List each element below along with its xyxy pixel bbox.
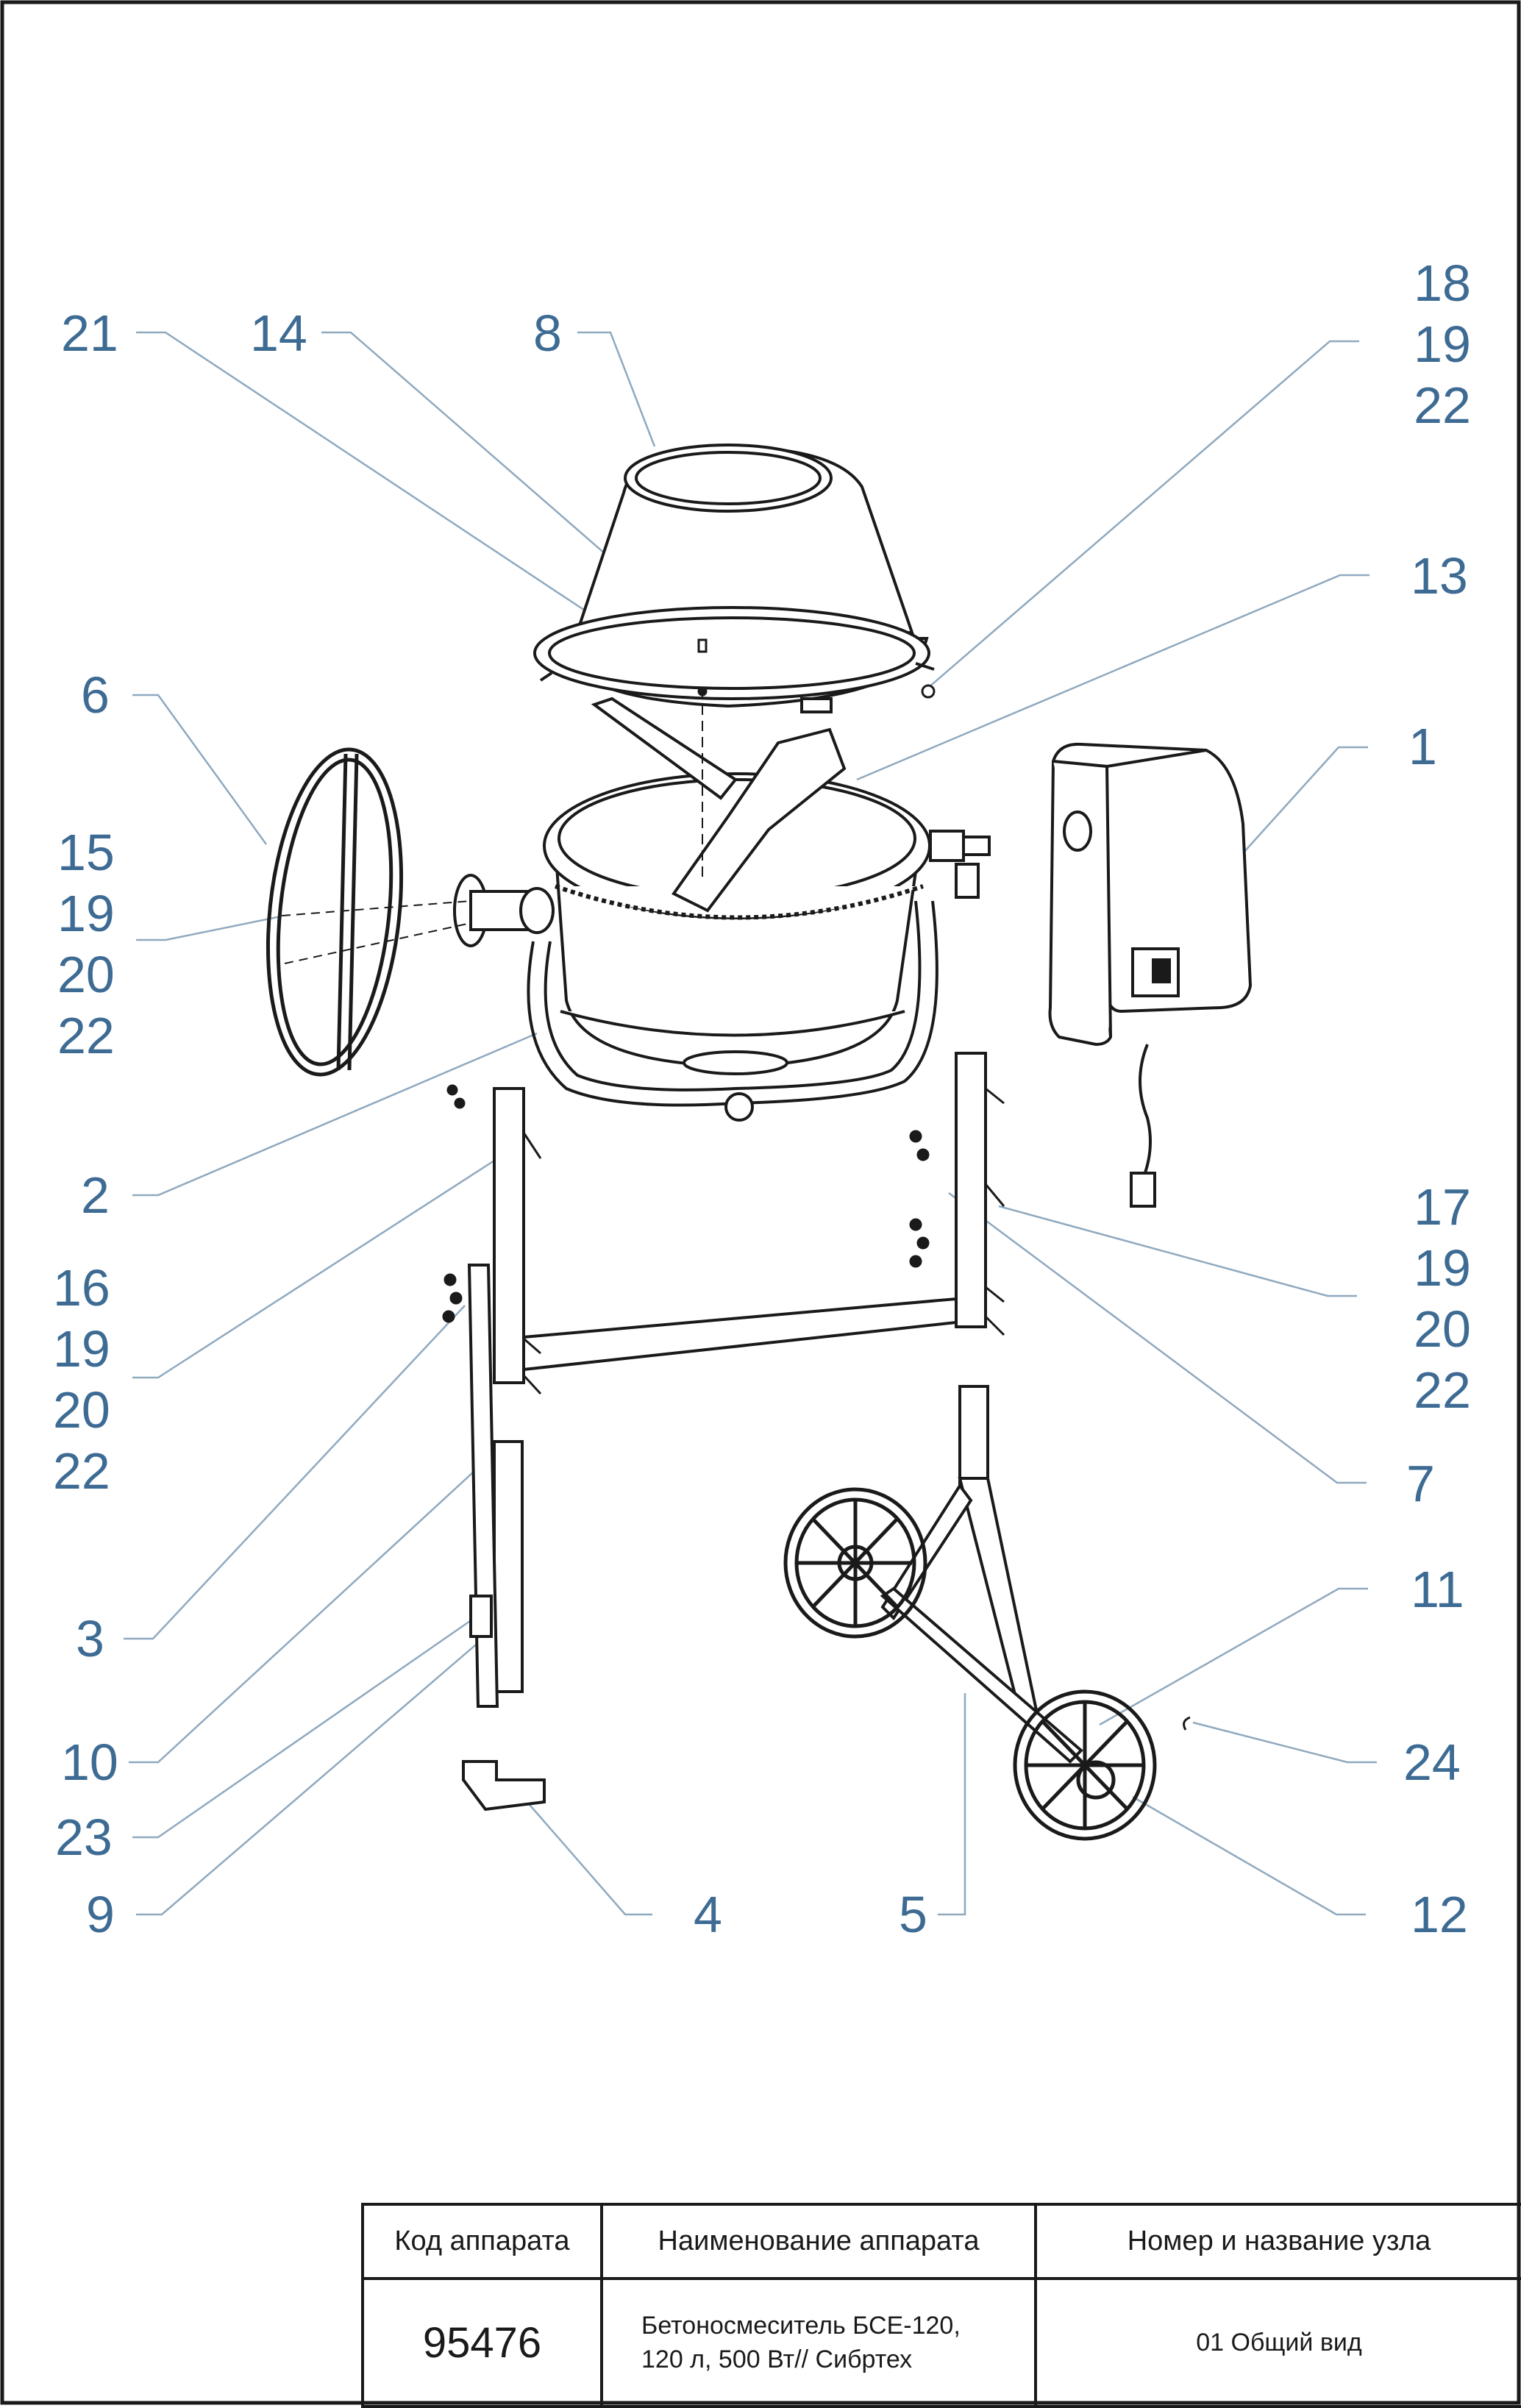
leader-11 [1099,1587,1368,1726]
wheel-right [1013,1689,1157,1841]
callout-5: 5 [899,1886,927,1943]
callout-19-b: 19 [57,885,115,942]
drum-body [543,772,931,1075]
stand-frame [462,1052,987,1812]
leader-18-19-22 [927,340,1359,688]
leader-4 [520,1794,652,1916]
leader-15-19-20-22 [136,915,282,941]
leader-12 [1132,1795,1366,1916]
leader-5 [938,1693,966,1916]
callout-14: 14 [250,304,307,362]
callout-24: 24 [1403,1734,1461,1791]
callout-15-19-20-22: 15 19 20 22 [57,822,115,1066]
device-name: Бетоносмеситель БСЕ-120, 120 л, 500 Вт//… [600,2277,1037,2408]
title-block-header-row: Код аппарата Наименование аппарата Номер… [361,2203,1521,2280]
callout-1: 1 [1408,718,1437,775]
title-block: Код аппарата Наименование аппарата Номер… [361,2203,1521,2408]
leader-1 [1242,746,1368,854]
callout-2: 2 [81,1166,110,1224]
callout-13: 13 [1411,547,1468,605]
callout-9: 9 [86,1886,115,1943]
callout-19-a: 19 [1414,316,1471,373]
callout-4: 4 [694,1886,722,1943]
header-device-code: Код аппарата [361,2203,603,2280]
title-block-value-row: 95476 Бетоносмеситель БСЕ-120, 120 л, 50… [361,2277,1521,2408]
drum-cone [533,444,935,708]
leader-9 [136,1636,486,1916]
leader-17-19-20-22 [998,1205,1357,1297]
callout-23: 23 [55,1809,113,1866]
leader-24 [1192,1721,1377,1764]
callout-18: 18 [1414,254,1471,312]
leader-14 [321,331,703,639]
node-name: 01 Общий вид [1034,2277,1521,2408]
callout-12: 12 [1411,1886,1468,1943]
callout-20-c: 20 [1414,1300,1471,1358]
callout-11: 11 [1411,1561,1464,1618]
leader-lines [124,331,1377,1916]
callout-19-d: 19 [53,1320,110,1378]
leader-23 [132,1618,473,1839]
device-code: 95476 [361,2277,603,2408]
callout-20-b: 20 [57,946,115,1003]
leader-16-19-20-22 [132,1159,495,1379]
leader-21 [136,331,703,690]
callout-18-19-22: 18 19 22 [1383,253,1471,436]
leader-7 [948,1191,1367,1484]
fasteners [281,638,1191,1731]
callout-6: 6 [81,666,110,724]
drum-cradle [527,900,938,1122]
right-trunnion [929,830,991,899]
callout-20-d: 20 [53,1381,110,1439]
leader-3 [124,1305,466,1640]
leader-8 [577,331,656,447]
leader-2 [132,1032,538,1197]
leader-10 [129,1463,483,1764]
header-node-name: Номер и название узла [1034,2203,1521,2280]
device-name-line-1: Бетоносмеситель БСЕ-120, [641,2312,961,2340]
motor-housing [1048,742,1253,1208]
callout-22-d: 22 [53,1442,110,1500]
callout-22-a: 22 [1414,377,1471,434]
callout-22-b: 22 [57,1007,115,1064]
callout-3: 3 [76,1610,104,1667]
header-device-name: Наименование аппарата [600,2203,1037,2280]
callout-7: 7 [1406,1455,1435,1512]
handwheel [266,747,404,1077]
callout-15: 15 [57,824,115,881]
mixing-blade [591,697,847,913]
left-trunnion [453,874,555,947]
callout-17-19-20-22: 17 19 20 22 [1383,1177,1471,1421]
device-name-line-2: 120 л, 500 Вт// Сибртех [641,2345,913,2373]
leader-6 [132,694,268,845]
callout-19-c: 19 [1414,1239,1471,1297]
callout-10: 10 [61,1734,118,1791]
callout-17: 17 [1414,1178,1471,1236]
callout-22-c: 22 [1414,1361,1471,1419]
callout-21: 21 [61,304,118,362]
callout-16: 16 [53,1259,110,1317]
callout-8: 8 [533,304,562,362]
wheel-left [783,1487,927,1639]
callout-16-19-20-22: 16 19 20 22 [53,1258,110,1502]
leader-13 [856,574,1369,781]
